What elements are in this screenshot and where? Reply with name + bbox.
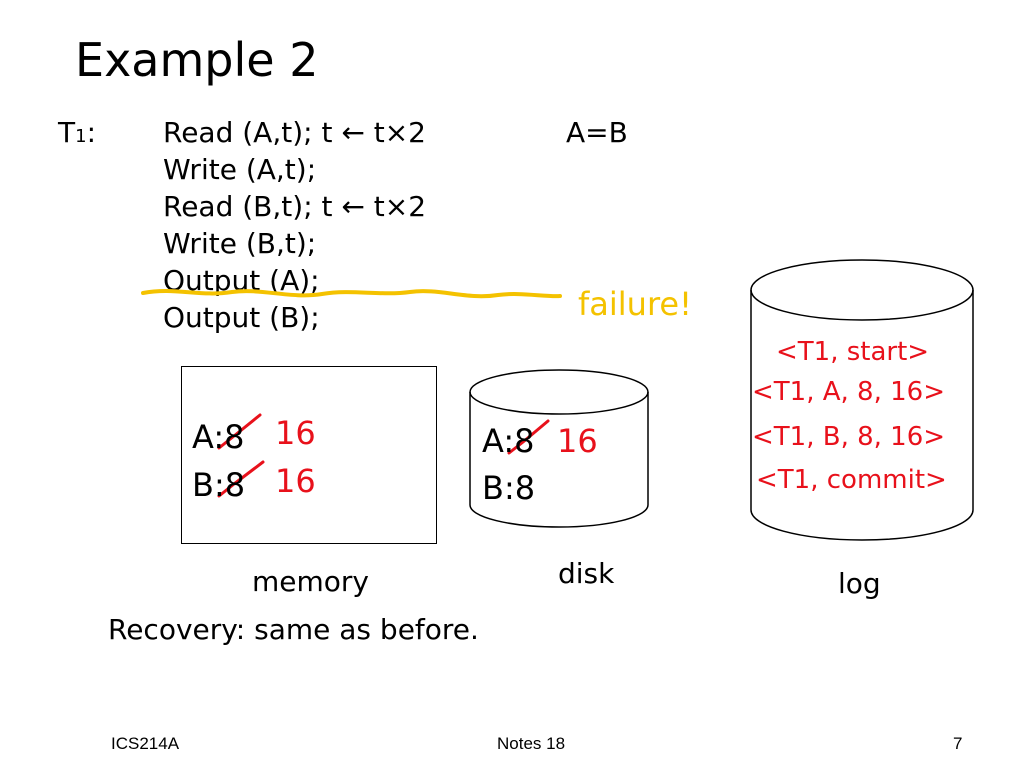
operation-line: Write (B,t); xyxy=(163,227,317,260)
memory-b-new-value: 16 xyxy=(275,462,316,500)
memory-a-row: A:8 xyxy=(192,414,244,460)
memory-a-old-value: 8 xyxy=(224,418,245,456)
transaction-label-subscript: 1 xyxy=(75,126,87,147)
disk-a-label: A: xyxy=(482,422,515,460)
operation-line: Write (A,t); xyxy=(163,153,317,186)
memory-b-label: B: xyxy=(192,466,225,504)
memory-a-label: A: xyxy=(192,418,225,456)
log-entry-b: <T1, B, 8, 16> xyxy=(752,422,946,452)
footer-page-number: 7 xyxy=(953,734,963,753)
disk-cylinder xyxy=(469,369,649,528)
operation-line: Read (B,t); t ← t×2 xyxy=(163,190,427,223)
transaction-label-main: T xyxy=(58,116,76,149)
memory-caption: memory xyxy=(252,565,369,598)
memory-b-old-value: 8 xyxy=(224,466,246,504)
disk-b-row: B:8 xyxy=(482,469,536,507)
disk-a-old-value: 8 xyxy=(514,422,535,460)
log-caption: log xyxy=(838,567,881,600)
recovery-note: Recovery: same as before. xyxy=(108,613,479,646)
memory-box xyxy=(181,366,437,544)
log-entry-commit: <T1, commit> xyxy=(756,465,947,495)
consistency-constraint: A=B xyxy=(566,116,628,149)
strike-mark-disk-a xyxy=(507,419,550,455)
memory-b-row: B:8 xyxy=(192,462,245,508)
log-entry-a: <T1, A, 8, 16> xyxy=(752,377,945,407)
slide-title: Example 2 xyxy=(75,33,319,87)
footer-course: ICS214A xyxy=(111,734,180,753)
disk-a-new-value: 16 xyxy=(557,422,598,460)
footer-notes: Notes 18 xyxy=(497,734,566,753)
disk-a-row: A:8 xyxy=(482,418,534,464)
failure-line xyxy=(141,289,562,299)
strike-mark-memory-b xyxy=(217,460,265,498)
log-entry-start: <T1, start> xyxy=(776,337,930,367)
disk-caption: disk xyxy=(558,557,615,590)
operation-line: Read (A,t); t ← t×2 xyxy=(163,116,426,149)
memory-a-new-value: 16 xyxy=(275,414,316,452)
strike-mark-memory-a xyxy=(217,413,262,450)
transaction-operations: Read (A,t); t ← t×2 Write (A,t); Read (B… xyxy=(163,114,426,336)
transaction-label-colon: : xyxy=(86,116,96,149)
transaction-label: T1: xyxy=(58,114,96,156)
operation-line: Output (B); xyxy=(163,301,320,334)
failure-label: failure! xyxy=(578,285,692,323)
log-cylinder xyxy=(750,259,974,541)
